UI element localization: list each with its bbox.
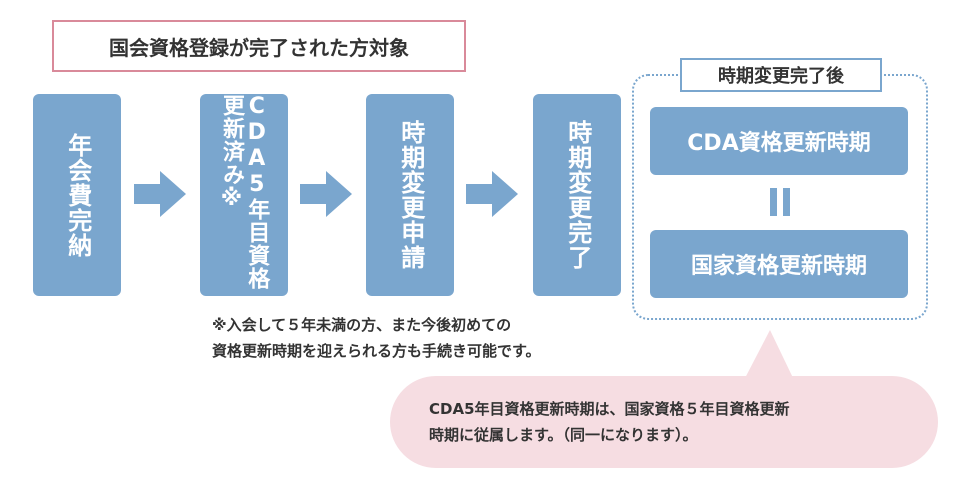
step-label: 時期変更申請 [396, 120, 425, 270]
footnote-line: ※入会して５年未満の方、また今後初めての [212, 316, 512, 334]
page-title: 国会資格登録が完了された方対象 [52, 20, 466, 72]
group-label: 時期変更完了後 [680, 58, 882, 92]
bubble-line: 時期に従属します。（同一になります）。 [429, 426, 698, 444]
footnote: ※入会して５年未満の方、また今後初めての 資格更新時期を迎えられる方も手続き可能… [212, 312, 632, 364]
step-cda-renewal: CDA5年目資格更新済み※ [200, 94, 288, 296]
bubble-tail [736, 330, 796, 380]
speech-bubble: CDA5年目資格更新時期は、国家資格５年目資格更新 時期に従属します。（同一にな… [390, 376, 938, 468]
arrow-icon [300, 171, 352, 217]
arrow-icon [466, 171, 518, 217]
step-label: CDA5年目資格更新済み※ [219, 94, 270, 290]
step-label: 時期変更完了 [563, 120, 592, 270]
step-change-complete: 時期変更完了 [533, 94, 621, 296]
national-renewal-period: 国家資格更新時期 [650, 230, 908, 298]
step-change-request: 時期変更申請 [366, 94, 454, 296]
step-annual-fee: 年会費完納 [33, 94, 121, 296]
arrow-icon [134, 171, 186, 217]
equals-icon [764, 186, 796, 218]
cda-renewal-period: CDA資格更新時期 [650, 107, 908, 175]
bubble-text: CDA5年目資格更新時期は、国家資格５年目資格更新 時期に従属します。（同一にな… [429, 396, 899, 448]
bubble-line: CDA5年目資格更新時期は、国家資格５年目資格更新 [429, 400, 790, 418]
footnote-line: 資格更新時期を迎えられる方も手続き可能です。 [212, 342, 541, 360]
step-label: 年会費完納 [63, 132, 92, 258]
